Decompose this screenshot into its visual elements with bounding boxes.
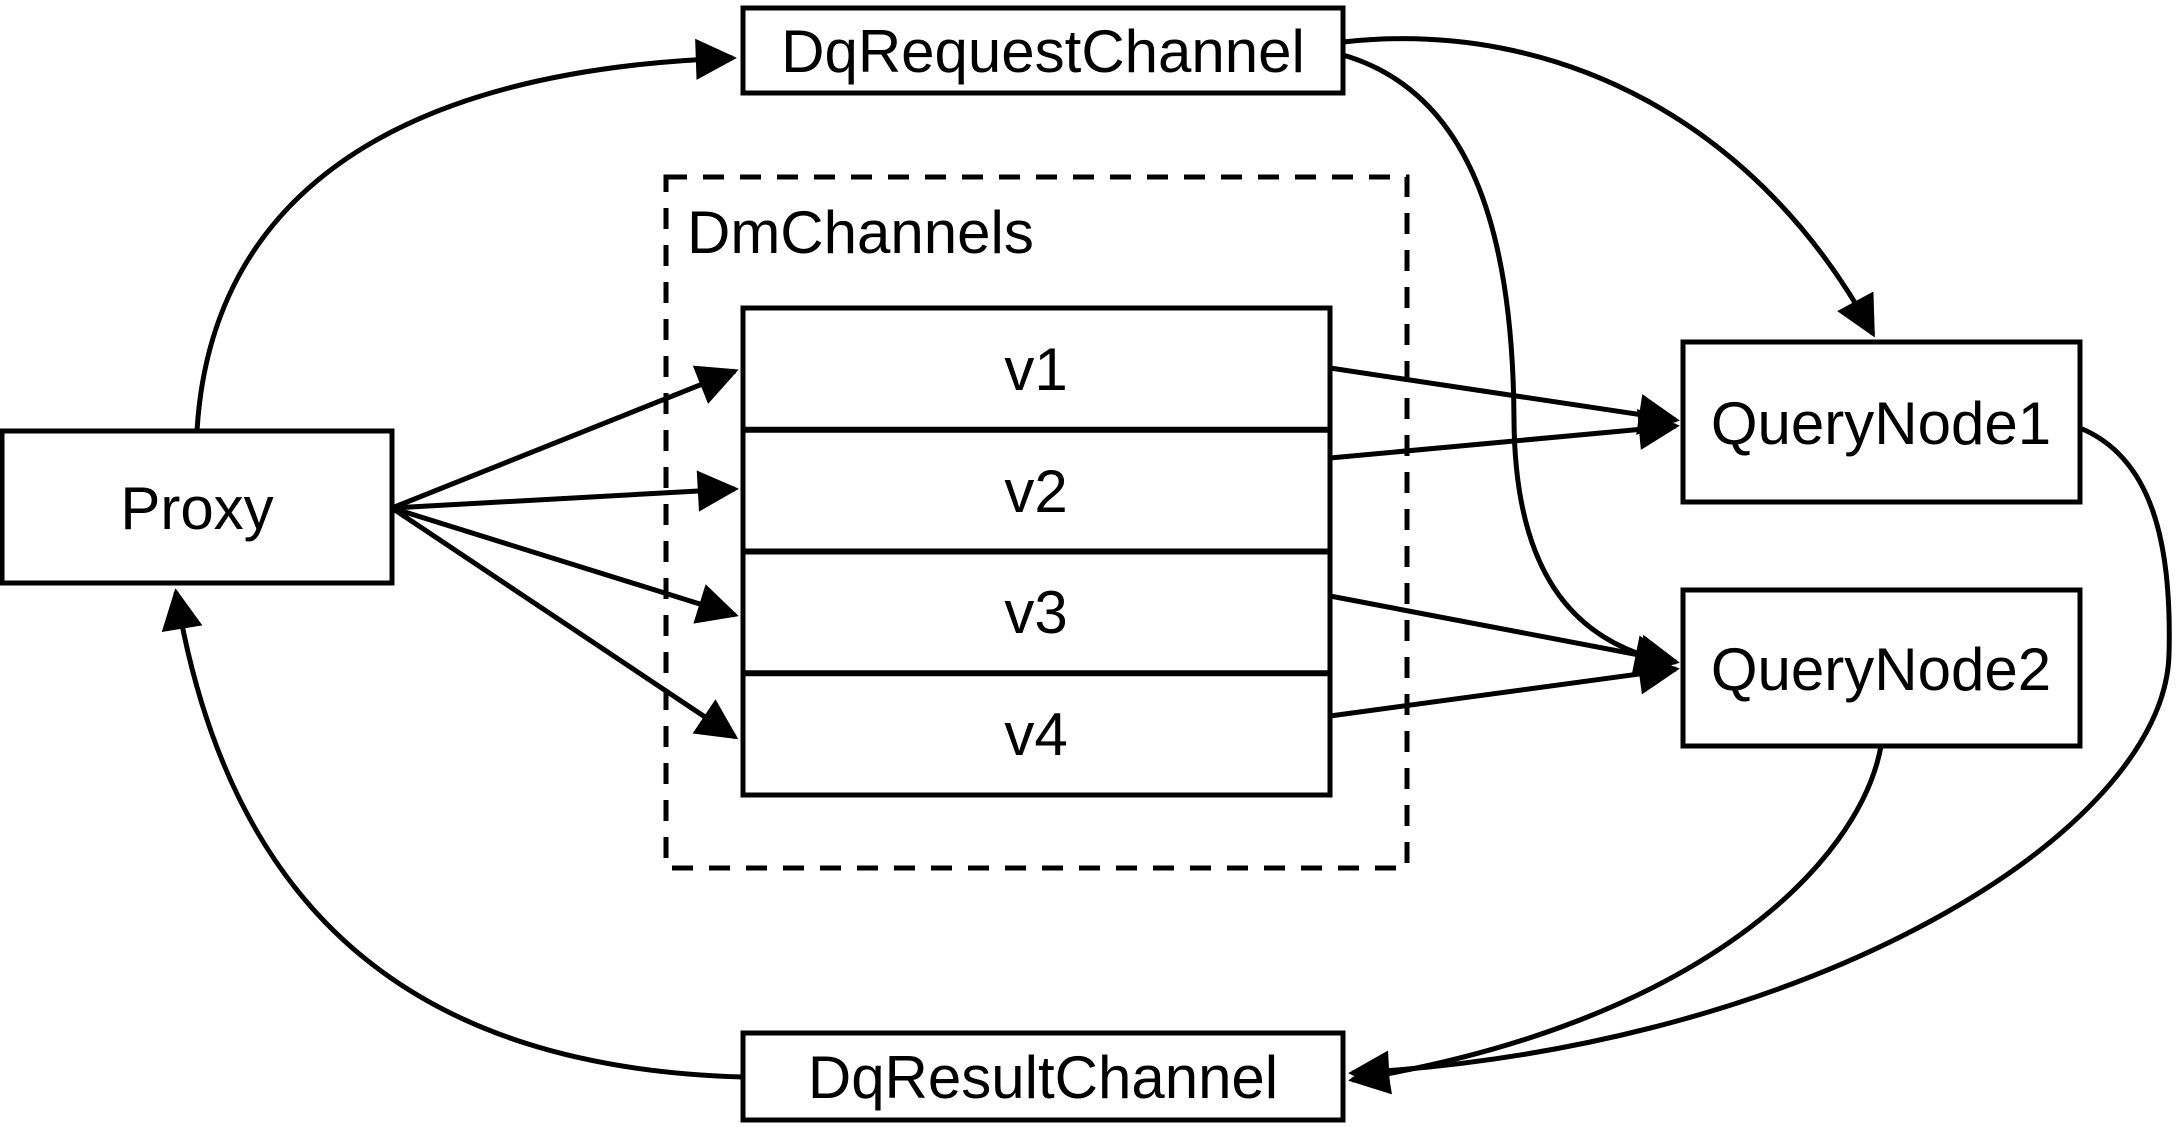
channel-v2-label: v2 <box>1004 458 1067 525</box>
edge-v4-to-querynode2 <box>1329 669 1676 719</box>
dmchannels-group: DmChannels v1 v2 v3 v4 <box>663 174 1410 871</box>
dmchannels-dashed-border <box>663 174 1410 871</box>
edge-dqrequestchannel-to-querynode1 <box>1342 36 1876 334</box>
edge-proxy-to-v3 <box>391 505 735 615</box>
dqrequestchannel-label: DqRequestChannel <box>781 18 1305 85</box>
dqresultchannel-label: DqResultChannel <box>808 1044 1278 1111</box>
querynode2-label: QueryNode2 <box>1711 636 2051 703</box>
channel-v3-label: v3 <box>1004 579 1067 646</box>
edge-proxy-to-dqrequestchannel <box>194 58 733 432</box>
node-querynode2: QueryNode2 <box>1680 587 2083 749</box>
edge-querynode1-to-dqresultchannel <box>1352 425 2172 1073</box>
dqresultchannel-box <box>740 1030 1346 1123</box>
edge-proxy-to-v2 <box>391 489 735 508</box>
node-dqrequestchannel: DqRequestChannel <box>740 5 1346 96</box>
edge-dqresultchannel-to-proxy <box>176 592 744 1080</box>
edge-v2-to-querynode1 <box>1329 426 1676 461</box>
edge-proxy-to-v1 <box>391 371 735 511</box>
channel-v1-label: v1 <box>1004 336 1067 403</box>
edge-querynode2-to-dqresultchannel <box>1352 745 1884 1080</box>
node-dqresultchannel: DqResultChannel <box>740 1030 1346 1123</box>
edge-v3-to-querynode2 <box>1329 593 1676 662</box>
node-proxy: Proxy <box>0 428 395 586</box>
dqrequestchannel-box <box>740 5 1346 96</box>
proxy-label: Proxy <box>120 475 273 542</box>
edge-dqrequestchannel-to-querynode2 <box>1342 52 1672 663</box>
querynode1-box <box>1680 339 2083 505</box>
querynode2-box <box>1680 587 2083 749</box>
edge-proxy-to-v4 <box>390 505 735 737</box>
node-querynode1: QueryNode1 <box>1680 339 2083 505</box>
edge-group <box>176 36 2172 1080</box>
dmchannels-group-label: DmChannels <box>687 199 1034 266</box>
proxy-box <box>0 428 395 586</box>
channel-v4-label: v4 <box>1004 701 1067 768</box>
edge-v1-to-querynode1 <box>1329 365 1676 420</box>
querynode1-label: QueryNode1 <box>1711 390 2051 457</box>
